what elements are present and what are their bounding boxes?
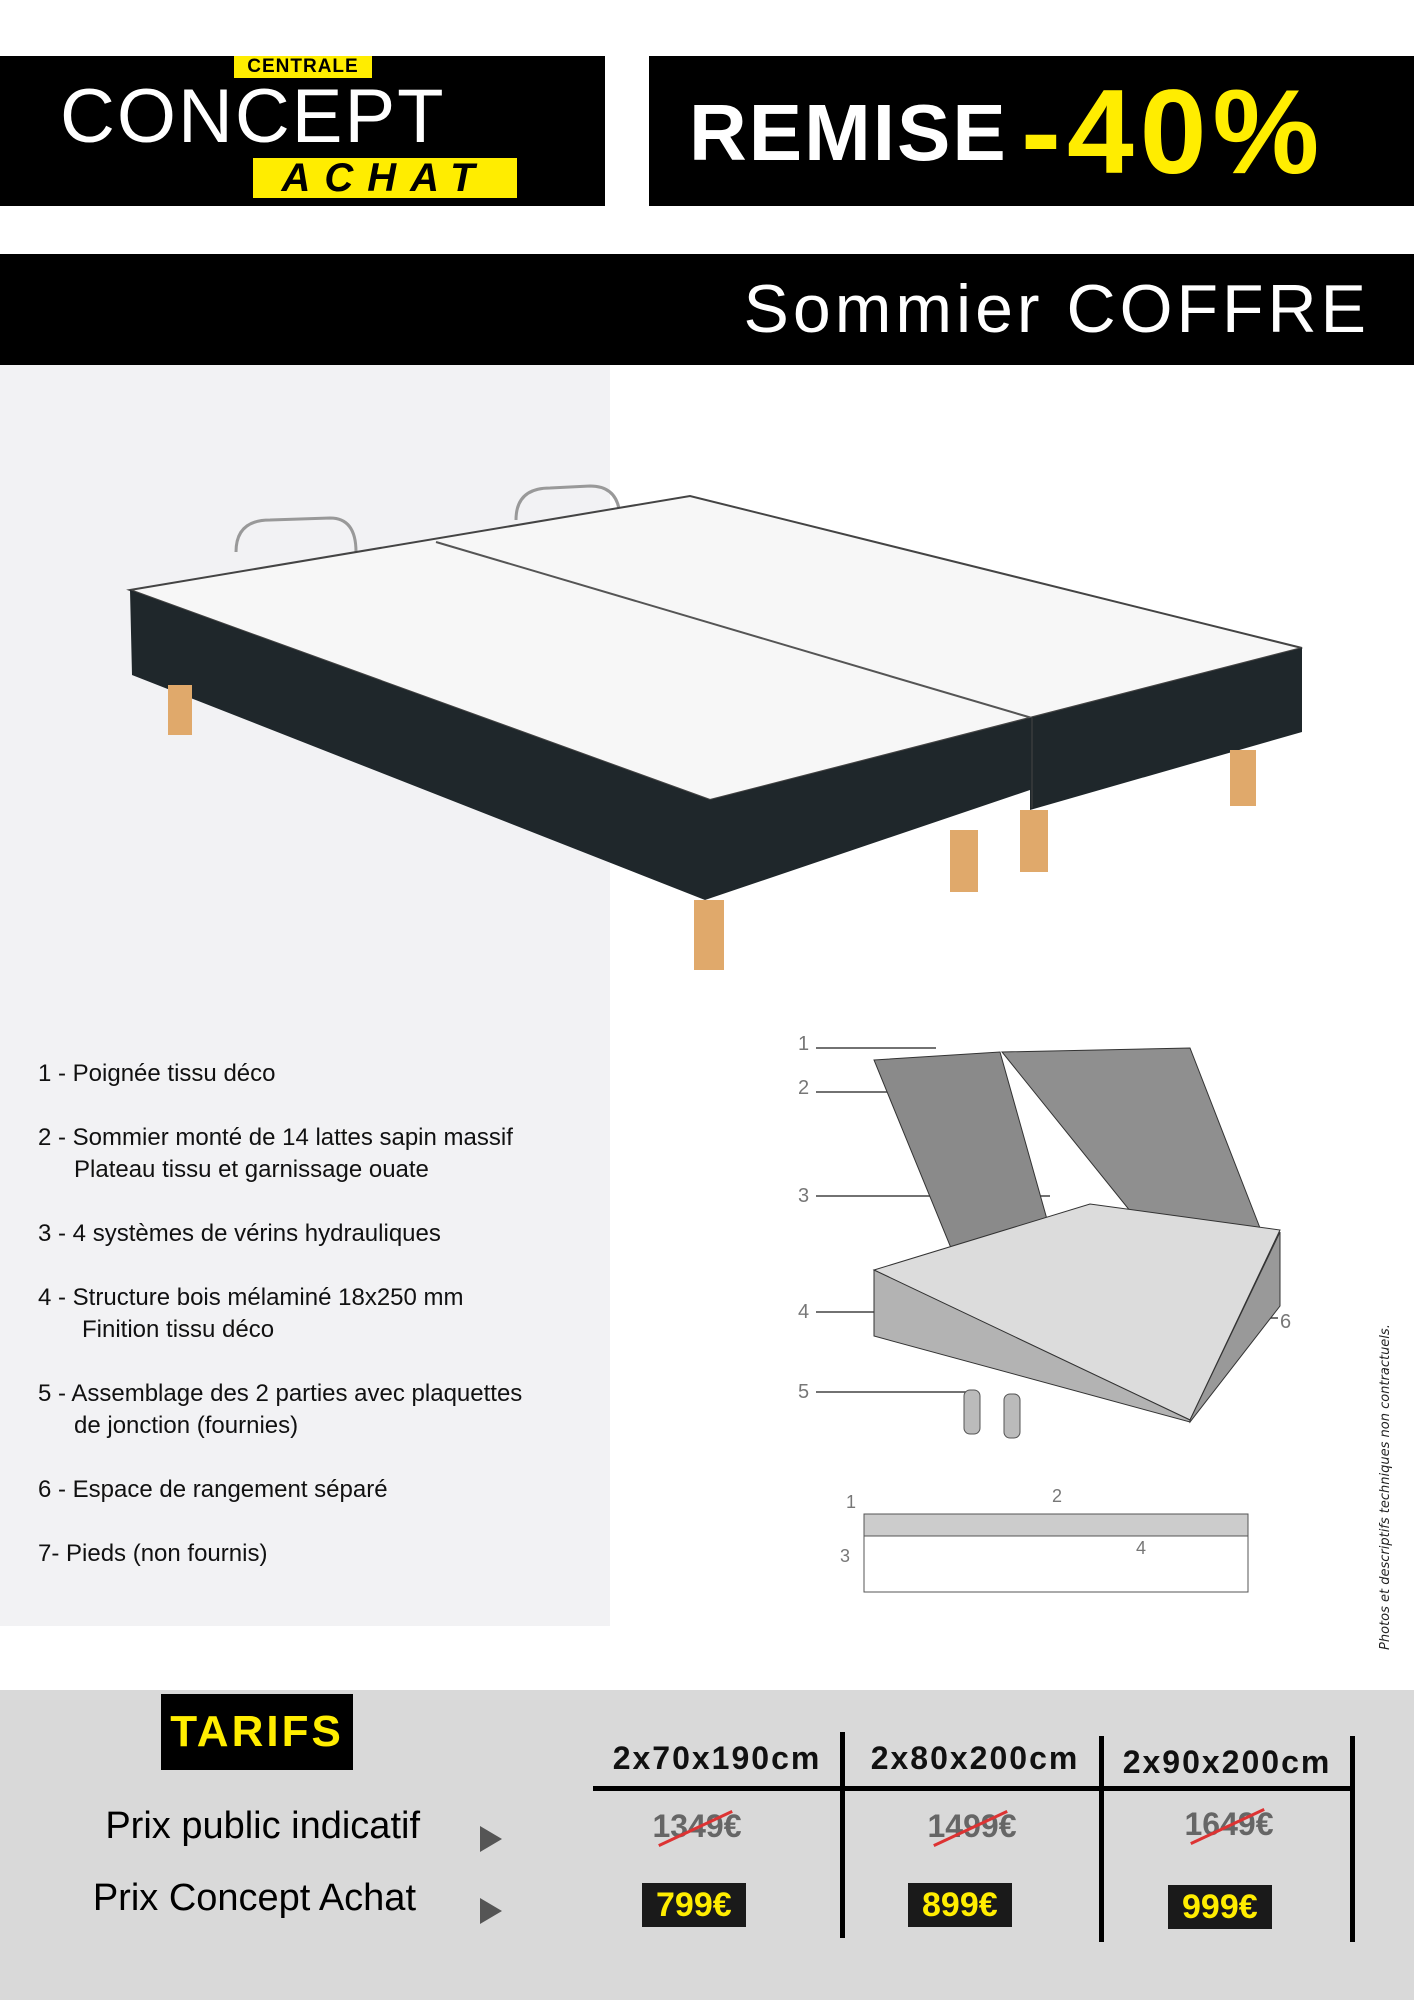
diagram-label: 4 [798, 1301, 809, 1323]
size-header: 2x70x190cm [612, 1740, 822, 1776]
svg-text:1: 1 [846, 1492, 856, 1512]
row-label-public: Prix public indicatif [105, 1805, 420, 1847]
column-divider [1099, 1736, 1104, 1942]
feature-text: 6 - Espace de rangement séparé [38, 1476, 388, 1503]
disclaimer: Photos et descriptifs techniques non con… [1378, 1324, 1393, 1650]
feature-text: 1 - Poignée tissu déco [38, 1060, 276, 1087]
technical-diagram: 1 2 3 4 5 6 1 2 3 4 [798, 1033, 1291, 1593]
feature-item: 6 - Espace de rangement séparé [38, 1474, 522, 1506]
diagram-label: 2 [798, 1077, 809, 1099]
public-price: 1499€ [927, 1808, 1017, 1844]
feature-item: 5 - Assemblage des 2 parties avec plaque… [38, 1378, 522, 1442]
feature-subtext: Plateau tissu et garnissage ouate [74, 1156, 429, 1183]
bed-product-image [126, 484, 1303, 970]
svg-text:2: 2 [1052, 1486, 1062, 1506]
public-price: 1649€ [1184, 1806, 1274, 1842]
concept-price: 799€ [642, 1883, 746, 1927]
diagram-label: 3 [798, 1185, 809, 1207]
svg-text:4: 4 [1136, 1538, 1146, 1558]
logo-centrale: CENTRALE [234, 56, 372, 78]
size-header: 2x90x200cm [1122, 1744, 1332, 1780]
feature-item: 4 - Structure bois mélaminé 18x250 mm Fin… [38, 1282, 522, 1346]
arrow-right-icon [480, 1898, 502, 1924]
svg-text:3: 3 [840, 1546, 850, 1566]
feature-text: 5 - Assemblage des 2 parties avec plaque… [38, 1380, 523, 1407]
feature-item: 3 - 4 systèmes de vérins hydrauliques [38, 1218, 522, 1250]
feature-text: 7- Pieds (non fournis) [38, 1540, 268, 1567]
brand-logo: CENTRALE CONCEPT ACHAT [0, 56, 605, 206]
diagram-label: 5 [798, 1381, 809, 1403]
pricing-section: TARIFS Prix public indicatif Prix Concep… [0, 1690, 1414, 2000]
discount-value: -40% [1021, 65, 1326, 199]
discount-banner: REMISE -40% [649, 56, 1414, 206]
size-header: 2x80x200cm [870, 1740, 1080, 1776]
product-title: Sommier COFFRE [0, 254, 1414, 365]
feature-subtext: de jonction (fournies) [74, 1412, 299, 1439]
column-divider [840, 1732, 845, 1938]
feature-subtext: Finition tissu déco [82, 1316, 275, 1343]
row-label-concept: Prix Concept Achat [92, 1877, 416, 1919]
feature-item: 1 - Poignée tissu déco [38, 1058, 522, 1090]
concept-price: 999€ [1168, 1885, 1272, 1929]
column-divider [1350, 1736, 1355, 1942]
discount-label: REMISE [689, 88, 1008, 177]
concept-price: 899€ [908, 1883, 1012, 1927]
feature-list: 1 - Poignée tissu déco 2 - Sommier monté… [38, 1058, 522, 1602]
feature-item: 2 - Sommier monté de 14 lattes sapin mas… [38, 1122, 522, 1186]
diagram-label: 1 [798, 1033, 809, 1055]
pricing-title: TARIFS [161, 1694, 353, 1770]
feature-text: 3 - 4 systèmes de vérins hydrauliques [38, 1220, 441, 1247]
feature-item: 7- Pieds (non fournis) [38, 1538, 522, 1570]
table-divider [593, 1786, 1353, 1791]
public-price: 1349€ [652, 1808, 742, 1844]
logo-achat: ACHAT [253, 158, 517, 198]
feature-text: 4 - Structure bois mélaminé 18x250 mm [38, 1284, 464, 1311]
feature-text: 2 - Sommier monté de 14 lattes sapin mas… [38, 1124, 513, 1151]
arrow-right-icon [480, 1826, 502, 1852]
diagram-label: 6 [1280, 1311, 1291, 1333]
logo-concept: CONCEPT [60, 74, 446, 159]
